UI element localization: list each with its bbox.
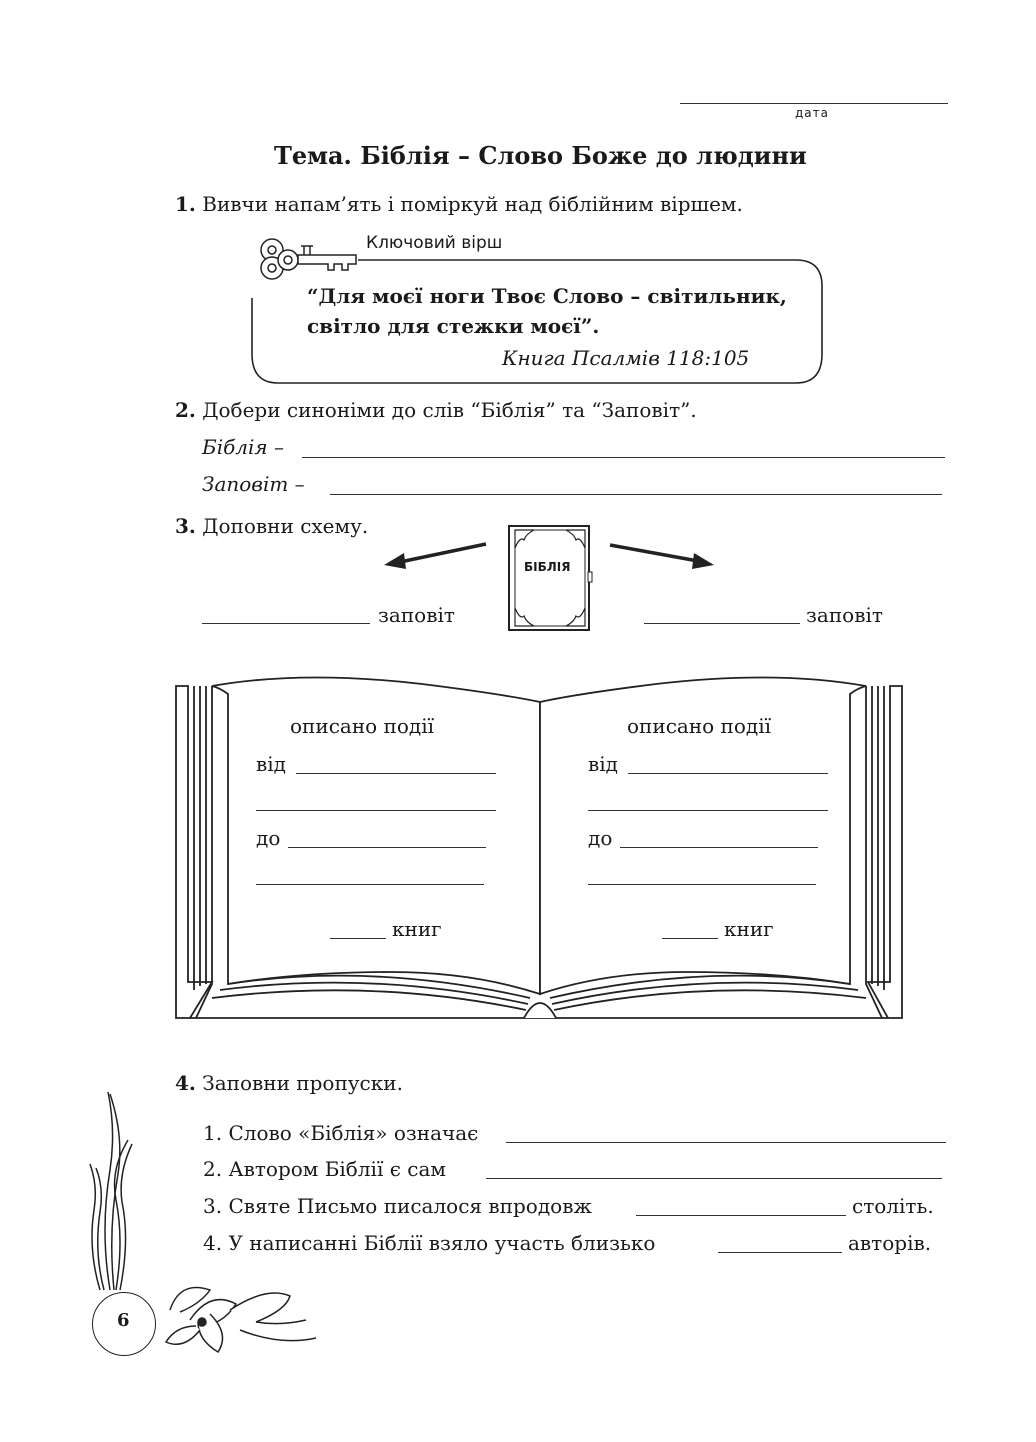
page-number-circle <box>92 1292 156 1356</box>
left-from-field[interactable] <box>296 773 496 774</box>
left-to-label: до <box>256 826 281 850</box>
task-text: Добери синоніми до слів “Біблія” та “Зап… <box>202 398 697 422</box>
right-to-label: до <box>588 826 613 850</box>
page-number: 6 <box>117 1310 130 1331</box>
left-from-field-2[interactable] <box>256 810 496 811</box>
testament-synonym-field[interactable] <box>330 494 942 495</box>
key-verse-label: Ключовий вірш <box>366 233 503 253</box>
right-from-field-2[interactable] <box>588 810 828 811</box>
arrow-right-icon <box>609 543 714 569</box>
bible-synonym-label: Біблія – <box>202 435 285 459</box>
task-3-heading: 3. Доповни схему. <box>175 514 368 538</box>
right-page-heading: описано події <box>627 714 772 738</box>
fill-item-2: 2. Автором Біблії є сам <box>203 1157 446 1181</box>
right-from-field[interactable] <box>628 773 828 774</box>
task-text: Вивчи напам’ять і поміркуй над біблійним… <box>202 192 743 216</box>
bible-book-label: БІБЛІЯ <box>524 560 571 574</box>
fill-item-3-suffix: століть. <box>852 1194 934 1218</box>
open-book-illustration <box>175 676 903 1019</box>
left-testament-label: заповіт <box>378 603 455 627</box>
task-4-heading: 4. Заповни пропуски. <box>175 1071 403 1095</box>
floral-decoration <box>89 1091 317 1354</box>
fill-field-4[interactable] <box>718 1252 842 1253</box>
bible-book-icon <box>508 525 593 631</box>
task-number: 3. <box>175 514 196 538</box>
right-books-label: книг <box>724 917 774 941</box>
date-label: дата <box>795 106 829 120</box>
fill-item-1: 1. Слово «Біблія» означає <box>203 1121 479 1145</box>
right-books-field[interactable] <box>662 938 718 939</box>
task-number: 1. <box>175 192 196 216</box>
left-to-field[interactable] <box>288 847 486 848</box>
left-from-label: від <box>256 752 286 776</box>
fill-field-3[interactable] <box>636 1215 846 1216</box>
verse-reference: Книга Псалмів 118:105 <box>502 346 750 370</box>
task-1-heading: 1. Вивчи напам’ять і поміркуй над біблій… <box>175 192 743 216</box>
left-testament-field[interactable] <box>202 623 370 624</box>
left-books-label: книг <box>392 917 442 941</box>
left-page-heading: описано події <box>290 714 435 738</box>
fill-item-4: 4. У написанні Біблії взяло участь близь… <box>203 1231 656 1255</box>
fill-item-3: 3. Святе Письмо писалося впродовж <box>203 1194 592 1218</box>
task-text: Доповни схему. <box>202 514 369 538</box>
arrows <box>384 542 714 569</box>
arrow-left-icon <box>384 542 487 569</box>
key-icon <box>260 238 357 280</box>
testament-synonym-label: Заповіт – <box>202 472 305 496</box>
left-books-field[interactable] <box>330 938 386 939</box>
right-to-field[interactable] <box>620 847 818 848</box>
fill-field-1[interactable] <box>506 1142 946 1143</box>
verse-line-2: світло для стежки моєї”. <box>307 314 600 338</box>
task-2-heading: 2. Добери синоніми до слів “Біблія” та “… <box>175 398 697 422</box>
right-testament-field[interactable] <box>644 623 800 624</box>
page-title: Тема. Біблія – Слово Боже до людини <box>274 141 807 170</box>
bible-synonym-field[interactable] <box>302 457 945 458</box>
right-from-label: від <box>588 752 618 776</box>
right-to-field-2[interactable] <box>588 884 816 885</box>
key-verse-box <box>251 238 823 384</box>
date-line[interactable] <box>680 103 948 104</box>
task-number: 4. <box>175 1071 196 1095</box>
task-text: Заповни пропуски. <box>202 1071 403 1095</box>
left-to-field-2[interactable] <box>256 884 484 885</box>
fill-field-2[interactable] <box>486 1178 942 1179</box>
task-number: 2. <box>175 398 196 422</box>
right-testament-label: заповіт <box>806 603 883 627</box>
verse-line-1: “Для моєї ноги Твоє Слово – світильник, <box>307 284 787 308</box>
fill-item-4-suffix: авторів. <box>848 1231 932 1255</box>
